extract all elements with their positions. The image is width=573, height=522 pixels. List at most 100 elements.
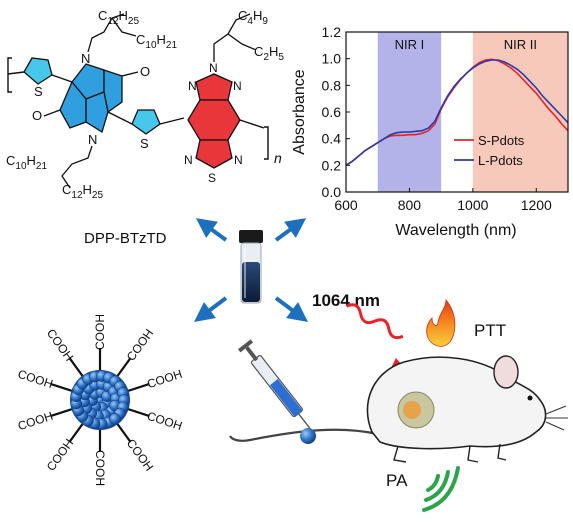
- legend-label-1: L-Pdots: [478, 153, 523, 168]
- repeat-unit-label: n: [274, 150, 282, 166]
- ligand-label-1: COOH: [124, 326, 156, 363]
- y-tick-label-1: 0.2: [322, 157, 342, 173]
- ligand-stem-4: [114, 420, 132, 443]
- y-tick-label-2: 0.4: [322, 131, 342, 147]
- laser-wave-icon: [345, 303, 404, 340]
- thiophene-sulfur-right: S: [140, 136, 149, 151]
- tumor-core: [403, 401, 421, 419]
- laser-wavelength-label: 1064 nm: [312, 291, 380, 310]
- legend-label-0: S-Pdots: [478, 133, 525, 148]
- x-tick-label-2: 1000: [457, 197, 488, 213]
- molecule-name-label: DPP-BTzTD: [84, 230, 167, 247]
- mouse-whiskers: [545, 405, 568, 431]
- right-bracket: [264, 126, 269, 160]
- nir-regions: NIR I NIR II: [377, 32, 568, 192]
- y-tick-label-3: 0.6: [322, 104, 342, 120]
- btztd-nitrogen-4: N: [184, 153, 193, 167]
- substituent-top-right: C4H9 C2H5: [238, 8, 284, 63]
- mouse-illustration: [229, 355, 568, 463]
- ligand-label-3: COOH: [145, 409, 184, 433]
- dpp-ring-right: [85, 91, 109, 134]
- btztd-triazole: [195, 73, 233, 101]
- series-line-l-pdots: [345, 59, 569, 166]
- svg-text:C2H5: C2H5: [254, 44, 284, 63]
- ligand-stem-1: [114, 357, 132, 380]
- btztd-benzene: [187, 99, 241, 141]
- x-tick-label-1: 800: [398, 197, 422, 213]
- ligand-label-7: COOH: [16, 409, 55, 433]
- thiophene-ring-left: [23, 57, 53, 85]
- ligand-label-0: COOH: [93, 314, 107, 350]
- btztd-nitrogen-2: N: [209, 61, 218, 75]
- substituent-top-left: C12H25 C10H21: [98, 8, 177, 51]
- region-label-0: NIR I: [395, 37, 425, 52]
- ligand-label-8: COOH: [16, 367, 55, 391]
- mouse-eye: [527, 395, 533, 401]
- pa-label: PA: [386, 471, 408, 490]
- ligand-label-2: COOH: [145, 367, 184, 391]
- ligand-stem-2: [124, 382, 150, 394]
- arrow-to-therapy: [274, 296, 308, 322]
- y-axis-title: Absorbance: [291, 69, 308, 154]
- y-tick-label-0: 0.0: [322, 184, 342, 200]
- ligand-label-6: COOH: [44, 436, 76, 473]
- ligand-stem-9: [68, 357, 86, 380]
- btztd-thiadiazole: [195, 139, 233, 169]
- x-tick-label-0: 600: [334, 197, 358, 213]
- y-tick-label-6: 1.2: [322, 24, 342, 40]
- arrow-to-molecule: [195, 218, 228, 242]
- ligand-stem-8: [50, 382, 76, 394]
- spectrum-lines: [345, 58, 569, 166]
- x-tick-label-3: 1200: [521, 197, 552, 213]
- dpp-ring-left: [59, 80, 87, 129]
- x-axis-title: Wavelength (nm): [395, 222, 516, 239]
- y-axis: 0.0 0.2 0.4 0.6 0.8 1.0 1.2: [322, 24, 350, 200]
- ptt-label: PTT: [474, 321, 506, 340]
- pdot-nanoparticle: COOH COOH COOH COOH COOH COOH COOH COOH COOH COOH: [16, 314, 184, 486]
- core-bead-42: [109, 413, 121, 425]
- dpp-btztd-structure: n S N N O O C12H25 C10H21 C10H21 C12H25: [6, 8, 284, 201]
- injection-site-pdots: [300, 428, 316, 444]
- btztd-nitrogen-3: N: [233, 79, 242, 93]
- dpp-oxygen-bottom: O: [32, 108, 42, 123]
- flame-icon: [426, 298, 456, 347]
- y-tick-label-5: 1.0: [322, 51, 342, 67]
- absorbance-chart: NIR I NIR II 0.0 0.2 0.4 0.6 0.8 1.0 1.2 600 800…: [291, 24, 569, 239]
- ligand-stem-6: [68, 420, 86, 443]
- mouse-hind-leg: [393, 445, 407, 463]
- mouse-body: [366, 356, 547, 450]
- svg-text:C10H21: C10H21: [136, 32, 177, 51]
- svg-text:C4H9: C4H9: [238, 8, 268, 27]
- thiophene-sulfur-left: S: [34, 84, 43, 99]
- dpp-nitrogen-top: N: [81, 51, 90, 66]
- svg-text:C10H21: C10H21: [6, 153, 47, 172]
- substituent-bottom-left: C10H21 C12H25: [6, 153, 103, 201]
- region-label-1: NIR II: [504, 37, 537, 52]
- ligand-label-4: COOH: [124, 436, 156, 473]
- svg-text:C12H25: C12H25: [98, 8, 139, 27]
- region-band-1: [472, 32, 568, 192]
- left-bracket: [7, 57, 12, 93]
- arrow-to-nanoparticle: [194, 296, 228, 322]
- mouse-tail: [229, 428, 379, 442]
- ligand-label-5: COOH: [93, 450, 107, 486]
- svg-text:C12H25: C12H25: [62, 182, 103, 201]
- mouse-ear: [493, 355, 519, 389]
- x-axis: 600 800 1000 1200: [334, 188, 552, 213]
- pdots-vial: [239, 230, 263, 304]
- ligand-label-9: COOH: [44, 326, 76, 363]
- thiophene-ring-right: [131, 109, 161, 135]
- dpp-oxygen-top: O: [140, 64, 150, 79]
- region-band-0: [377, 32, 442, 192]
- y-tick-label-4: 0.8: [322, 77, 342, 93]
- photoacoustic-wave-icon: [422, 466, 460, 512]
- mouse-front-leg: [467, 443, 507, 463]
- ligand-stem-7: [50, 406, 76, 418]
- btztd-nitrogen-1: N: [188, 79, 197, 93]
- btztd-nitrogen-5: N: [234, 153, 243, 167]
- ligand-stem-3: [124, 406, 150, 418]
- arrow-to-spectrum: [274, 218, 307, 242]
- nanoparticle-core: [70, 370, 130, 430]
